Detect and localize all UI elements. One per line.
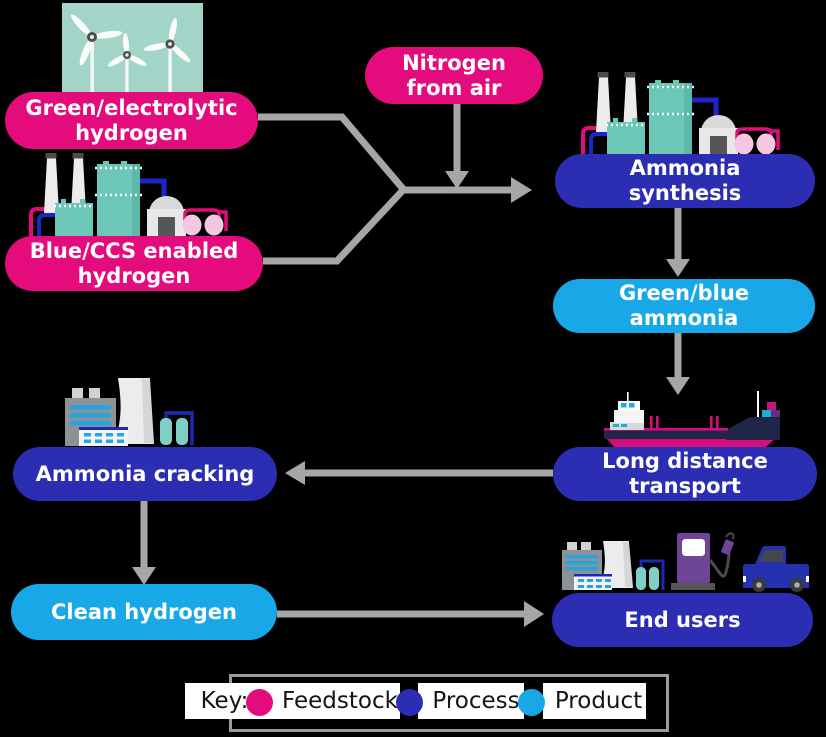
node-label-line: hydrogen bbox=[75, 120, 188, 145]
gas-spheres bbox=[182, 208, 228, 236]
wind-turbines-icon bbox=[62, 3, 203, 93]
node-ammonia-synthesis: Ammonia synthesis bbox=[555, 154, 815, 208]
arrowhead-down bbox=[445, 171, 469, 189]
pipe-blue bbox=[692, 97, 719, 122]
legend-process-swatch bbox=[396, 689, 423, 716]
wind-panel bbox=[62, 3, 203, 93]
node-label-line: hydrogen bbox=[77, 263, 191, 288]
arrowhead-right bbox=[524, 601, 544, 627]
arrowhead-right bbox=[511, 177, 532, 203]
arrowhead-down bbox=[132, 567, 156, 585]
industry-fuel-pump-truck-icon bbox=[562, 532, 809, 592]
legend-product-swatch bbox=[518, 689, 545, 716]
legend-feedstock-label: Feedstock bbox=[270, 683, 400, 719]
chimneys bbox=[596, 72, 638, 132]
node-label-line: End users bbox=[624, 607, 741, 632]
node-end-users: End users bbox=[552, 593, 813, 647]
ship-containers bbox=[762, 402, 780, 417]
cracking-plant-icon bbox=[65, 378, 194, 446]
connector-green-to-merge bbox=[258, 113, 407, 193]
legend-product-label: Product bbox=[543, 683, 646, 719]
node-green-hydrogen: Green/electrolytic hydrogen bbox=[5, 92, 258, 149]
node-long-distance-transport: Long distance transport bbox=[553, 447, 817, 501]
arrowhead-left bbox=[285, 461, 305, 485]
legend-feedstock-text: Feedstock bbox=[282, 688, 398, 714]
wind-turbine bbox=[70, 14, 123, 93]
ship-superstructure bbox=[610, 392, 644, 430]
storage-tanks bbox=[54, 161, 142, 237]
dome-building bbox=[147, 196, 186, 237]
node-label-line: ammonia bbox=[629, 306, 739, 330]
office-building bbox=[79, 427, 128, 446]
node-label-line: Clean hydrogen bbox=[51, 599, 237, 624]
node-ammonia-cracking: Ammonia cracking bbox=[13, 447, 277, 501]
truck-icon bbox=[743, 546, 809, 592]
legend-feedstock-swatch bbox=[246, 689, 273, 716]
node-green-blue-ammonia: Green/blue ammonia bbox=[553, 279, 815, 333]
hydrogen-plant-icon bbox=[29, 153, 228, 237]
pipe-blue bbox=[140, 178, 167, 203]
wind-turbine bbox=[143, 17, 191, 93]
node-label-line: Green/blue bbox=[618, 281, 750, 305]
legend-product-text: Product bbox=[554, 688, 643, 714]
node-label-line: synthesis bbox=[628, 181, 742, 205]
node-label-line: Long distance bbox=[602, 449, 768, 473]
node-nitrogen: Nitrogen from air bbox=[365, 47, 543, 104]
cargo-ship-icon bbox=[604, 391, 780, 447]
node-label-line: Green/electrolytic bbox=[25, 95, 238, 120]
node-label-line: Ammonia bbox=[629, 156, 741, 180]
node-label-line: from air bbox=[406, 75, 502, 100]
gas-cylinders bbox=[160, 411, 194, 445]
arrowhead-down bbox=[666, 377, 690, 395]
node-label-line: Nitrogen bbox=[402, 50, 506, 75]
storage-tanks bbox=[606, 80, 694, 156]
storage-tanks-icon bbox=[636, 559, 665, 590]
dome-building bbox=[699, 115, 738, 156]
gas-spheres bbox=[734, 127, 780, 155]
node-label-line: Blue/CCS enabled bbox=[29, 238, 239, 263]
node-label-line: transport bbox=[629, 474, 741, 498]
node-blue-hydrogen: Blue/CCS enabled hydrogen bbox=[5, 236, 263, 291]
node-clean-hydrogen: Clean hydrogen bbox=[11, 584, 277, 640]
legend-process-label: Process bbox=[418, 683, 524, 719]
fuel-pump-icon bbox=[671, 532, 735, 590]
plant-pipes-left bbox=[29, 207, 62, 237]
connector-blue-to-merge bbox=[263, 186, 407, 265]
ship-masts bbox=[650, 391, 759, 430]
wind-turbine bbox=[107, 33, 147, 93]
plant-pipes-left bbox=[581, 126, 614, 156]
ship-hull bbox=[604, 417, 780, 447]
industry-icon bbox=[562, 541, 633, 590]
arrowhead-down bbox=[666, 259, 690, 277]
legend-process-text: Process bbox=[432, 688, 520, 714]
node-label-line: Ammonia cracking bbox=[35, 461, 255, 486]
legend-key-text: Key: bbox=[200, 688, 249, 714]
ammonia-plant-icon bbox=[581, 72, 780, 156]
